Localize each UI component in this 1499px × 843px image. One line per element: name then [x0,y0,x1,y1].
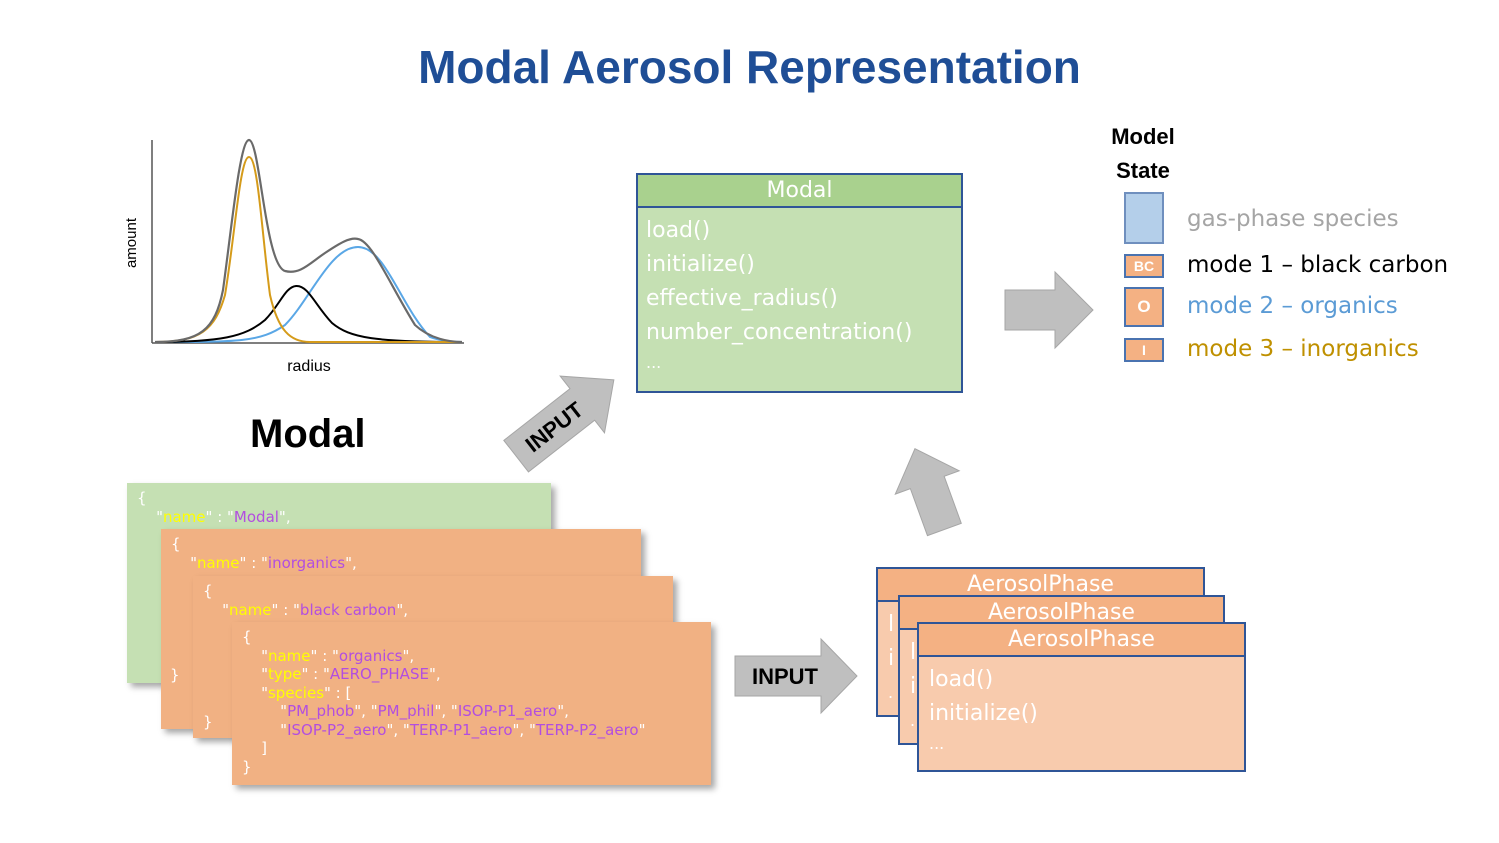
inorganics-mode-curve [154,155,462,343]
legend-mode-2: mode 2 – organics [1187,293,1398,319]
json-key: name [196,553,240,572]
gas-phase-swatch [1124,192,1164,244]
json-key: species [267,683,325,702]
json-line: "name" : "black carbon", [222,600,408,619]
modal-class-header: Modal [638,175,961,208]
page-title: Modal Aerosol Representation [418,41,1081,93]
json-key: type [267,665,302,683]
method-initialize: initialize() [646,252,755,277]
json-line: { [137,489,541,508]
json-value: PM_phil [377,702,435,720]
json-bracket: ] [261,739,267,757]
total-distribution-curve [154,138,463,344]
json-line: "name" : "inorganics", [190,553,357,572]
json-value: black carbon [299,600,397,619]
json-brace: { [242,628,252,646]
method-load: load() [929,667,994,692]
json-line: "type" : "AERO_PHASE", [261,665,441,683]
json-value: ISOP-P2_aero [287,720,387,739]
right-arrow [1004,270,1094,350]
json-line: { [203,582,663,601]
json-value: ISOP-P1_aero [457,702,558,720]
json-line: "name" : "organics", [261,646,415,665]
json-brace: } [242,757,252,776]
method-load: load() [646,218,711,243]
json-key: name [267,646,311,665]
modal-class-methods: load() initialize() effective_radius() n… [638,208,961,382]
aerosol-phase-methods: l i . [878,602,1203,716]
modal-heading: Modal [250,412,366,456]
json-line: "species" : [ [261,683,352,702]
size-distribution-plot: amount radius [123,138,464,375]
json-key: name [162,507,206,526]
x-axis-label: radius [287,358,331,375]
method-ellipsis: ... [646,353,662,372]
input-arrow-diagonal: INPUT [503,375,615,473]
json-line: ] [242,739,701,758]
modal-class-box: Modal load() initialize() effective_radi… [636,173,963,393]
inorganics-badge: I [1124,338,1164,362]
method-fragment: l [888,612,895,637]
organics-json-card: { "name" : "organics", "type" : "AERO_PH… [232,622,711,785]
json-line: { [171,535,631,554]
json-line: "PM_phob", "PM_phil", "ISOP-P1_aero", [280,702,569,720]
legend-gas-phase: gas-phase species [1187,206,1399,232]
json-value: inorganics [267,553,346,572]
json-brace: } [170,666,180,684]
organics-badge: O [1124,287,1164,327]
aerosol-phase-methods: load() initialize() ... [919,657,1244,763]
black-carbon-mode-curve [154,285,463,343]
json-brace: } [203,713,213,731]
method-fragment: l [910,640,917,665]
method-effective-radius: effective_radius() [646,286,838,311]
json-value: organics [338,646,403,665]
json-brace: { [203,582,213,600]
json-brace: { [171,535,181,553]
legend-mode-1: mode 1 – black carbon [1187,252,1449,278]
json-value: TERP-P2_aero [535,720,639,739]
legend-title: Model State [1111,124,1175,183]
up-arrow [894,447,962,537]
method-ellipsis: ... [929,734,945,753]
json-line: "ISOP-P2_aero", "TERP-P1_aero", "TERP-P2… [280,720,646,739]
aerosol-phase-header: AerosolPhase [919,624,1244,657]
bc-badge: BC [1124,254,1164,278]
input-arrow-horizontal: INPUT [734,637,858,715]
organics-mode-curve [154,245,463,343]
json-key: name [228,600,272,619]
json-value: PM_phob [287,702,355,720]
json-value: Modal [233,507,279,526]
y-axis-label: amount [123,217,140,268]
json-line: } [242,758,701,777]
method-fragment: . [910,711,916,730]
method-number-concentration: number_concentration() [646,320,913,345]
json-line: { [242,628,701,647]
json-value: TERP-P1_aero [409,720,513,739]
legend-mode-3: mode 3 – inorganics [1187,336,1419,362]
aerosol-phase-box-front: AerosolPhase load() initialize() ... [917,622,1246,772]
method-fragment: . [888,683,894,702]
input-label: INPUT [752,664,819,689]
aerosol-phase-methods: l i . [900,630,1223,744]
method-fragment: i [910,674,917,699]
json-brace: { [137,489,147,507]
json-line: "name" : "Modal", [156,507,291,526]
json-value: AERO_PHASE [329,665,429,683]
method-fragment: i [888,646,895,671]
method-initialize: initialize() [929,701,1038,726]
